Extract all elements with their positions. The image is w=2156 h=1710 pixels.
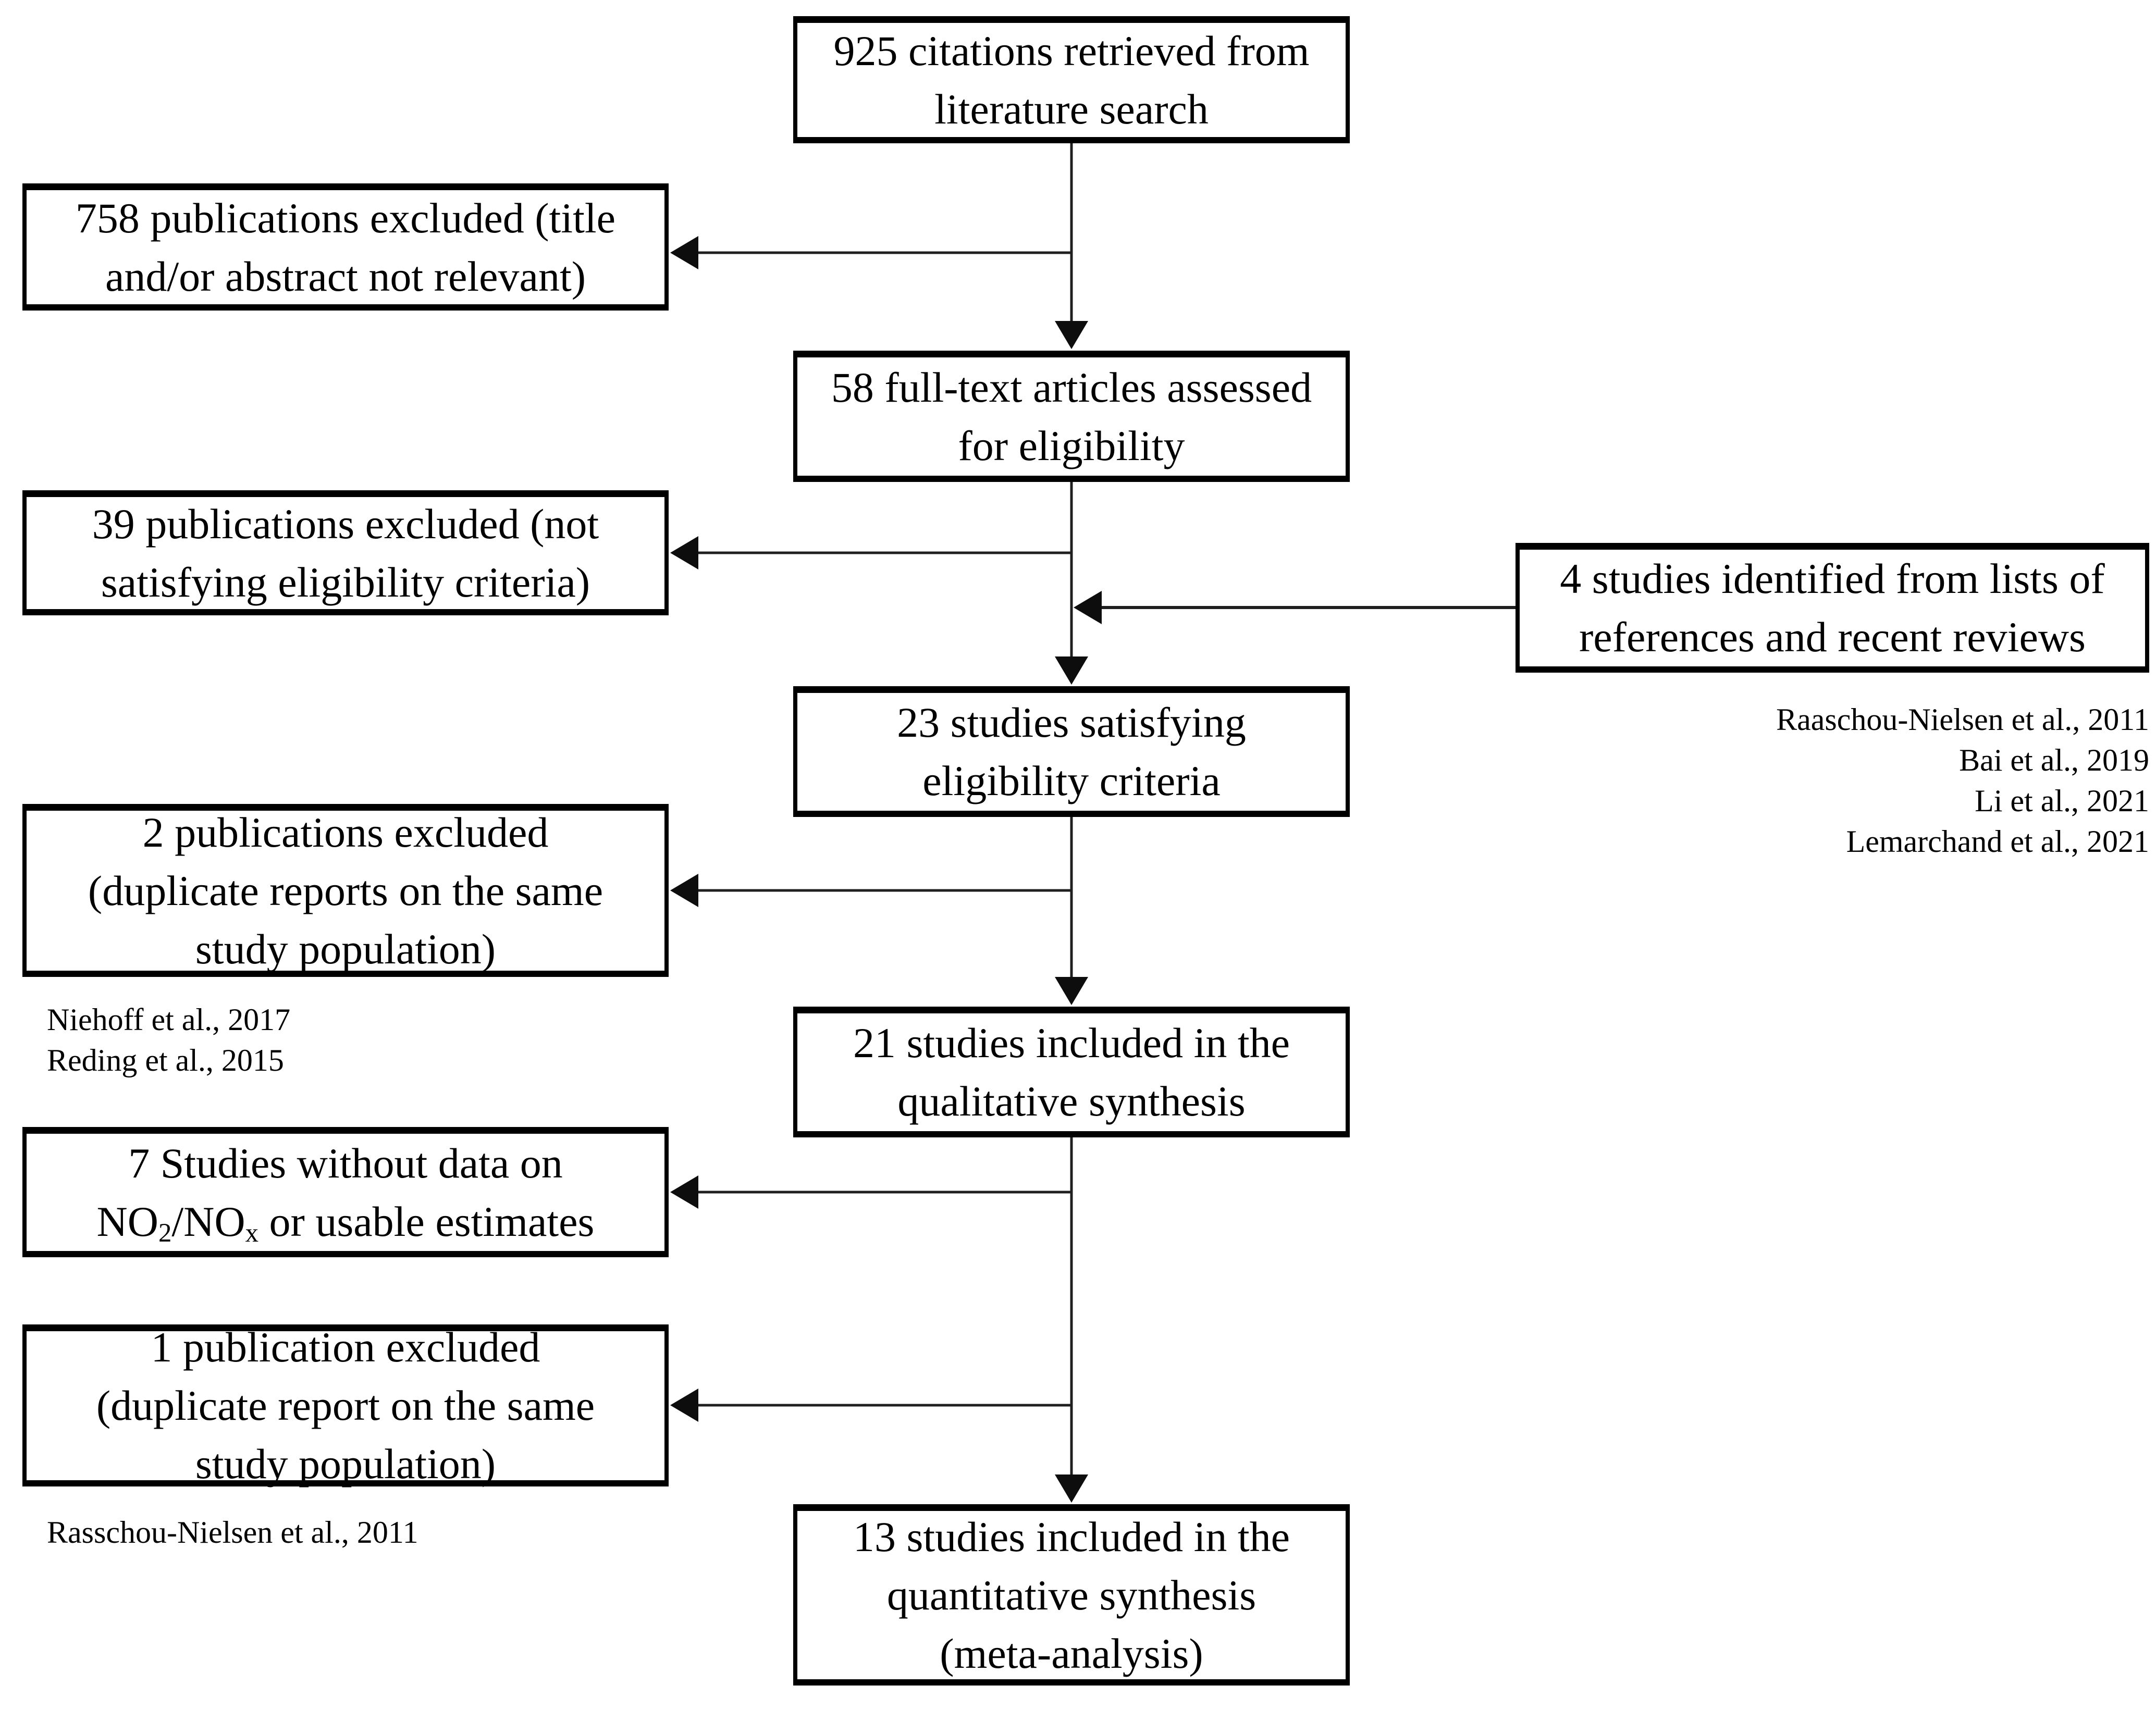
- box-excluded-not-eligible-label: 39 publications excluded (not satisfying…: [92, 500, 599, 606]
- box-excluded-title-abstract: 758 publications excluded (title and/or …: [22, 183, 669, 311]
- arrow-eligible-to-qualitative: [1055, 817, 1088, 1005]
- citation: Niehoff et al., 2017: [47, 1002, 291, 1037]
- box-satisfying-criteria-label: 23 studies satisfying eligibility criter…: [897, 699, 1246, 804]
- arrow-to-excluded-duplicate-reports: [670, 874, 1073, 907]
- box-citations-retrieved-label: 925 citations retrieved from literature …: [833, 27, 1310, 133]
- box-citations-retrieved: 925 citations retrieved from literature …: [793, 16, 1350, 143]
- citations-excluded-duplicate-reports: Niehoff et al., 2017 Reding et al., 2015: [47, 999, 290, 1081]
- box-identified-from-references: 4 studies identified from lists of refer…: [1516, 543, 2149, 673]
- box-excluded-title-abstract-label: 758 publications excluded (title and/or …: [75, 194, 616, 300]
- box-quantitative-synthesis-label: 13 studies included in the quantitative …: [853, 1513, 1290, 1677]
- box-no-usable-data: 7 Studies without data on NO2/NOx or usa…: [22, 1127, 669, 1257]
- citation: Lemarchand et al., 2021: [1846, 824, 2149, 859]
- box-quantitative-synthesis: 13 studies included in the quantitative …: [793, 1504, 1350, 1686]
- box-qualitative-synthesis: 21 studies included in the qualitative s…: [793, 1007, 1350, 1137]
- box-identified-from-references-label: 4 studies identified from lists of refer…: [1560, 555, 2105, 661]
- citation: Raaschou-Nielsen et al., 2011: [1776, 702, 2149, 737]
- arrow-qualitative-to-quantitative: [1055, 1137, 1088, 1503]
- arrow-to-excluded-title-abstract: [670, 236, 1073, 269]
- citations-identified-from-references: Raaschou-Nielsen et al., 2011 Bai et al.…: [1355, 699, 2149, 862]
- box-excluded-duplicate-report-label: 1 publication excluded (duplicate report…: [96, 1323, 595, 1488]
- box-no-usable-data-label: 7 Studies without data on NO2/NOx or usa…: [96, 1139, 595, 1247]
- citation: Reding et al., 2015: [47, 1043, 284, 1077]
- citation: Li et al., 2021: [1975, 784, 2149, 818]
- arrow-from-references: [1074, 591, 1516, 624]
- arrow-fulltext-to-eligible: [1055, 482, 1088, 685]
- citation: Rasschou-Nielsen et al., 2011: [47, 1515, 418, 1550]
- arrow-to-excluded-duplicate-report: [670, 1389, 1073, 1422]
- box-excluded-duplicate-report: 1 publication excluded (duplicate report…: [22, 1323, 669, 1488]
- box-satisfying-criteria: 23 studies satisfying eligibility criter…: [793, 686, 1350, 817]
- citation: Bai et al., 2019: [1959, 743, 2149, 777]
- box-excluded-not-eligible: 39 publications excluded (not satisfying…: [22, 490, 669, 615]
- arrow-to-excluded-not-eligible: [670, 536, 1073, 569]
- arrow-to-no-usable-data: [670, 1175, 1073, 1209]
- box-qualitative-synthesis-label: 21 studies included in the qualitative s…: [853, 1019, 1290, 1125]
- box-excluded-duplicate-reports: 2 publications excluded (duplicate repor…: [22, 804, 669, 977]
- box-fulltext-assessed: 58 full-text articles assessed for eligi…: [793, 351, 1350, 482]
- box-fulltext-assessed-label: 58 full-text articles assessed for eligi…: [831, 363, 1312, 469]
- box-excluded-duplicate-reports-label: 2 publications excluded (duplicate repor…: [88, 808, 603, 973]
- citations-excluded-duplicate-report: Rasschou-Nielsen et al., 2011: [47, 1512, 418, 1553]
- arrow-search-to-fulltext: [1055, 143, 1088, 349]
